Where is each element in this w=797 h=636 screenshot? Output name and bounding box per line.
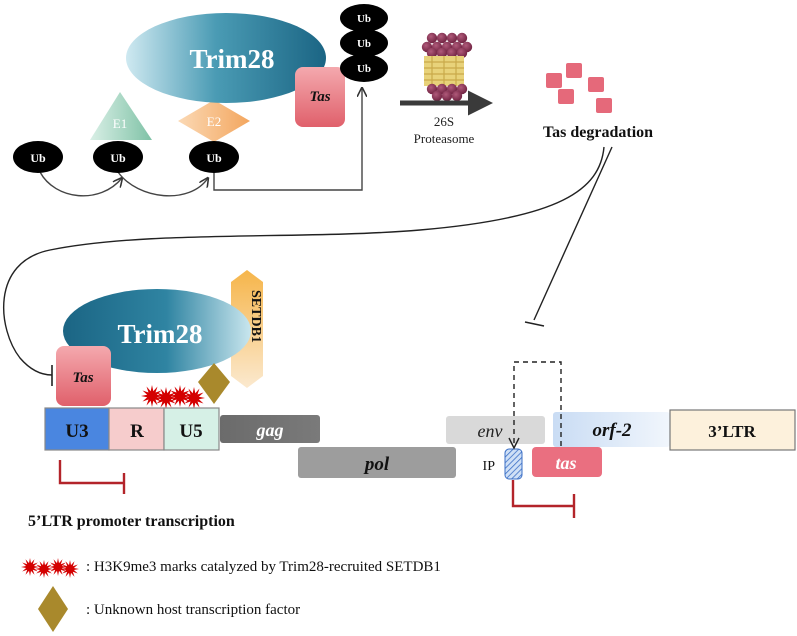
- ltr5-transcription-label: 5’LTR promoter transcription: [28, 513, 235, 530]
- tas-fragment: [546, 73, 562, 88]
- u3-label: U3: [65, 421, 88, 442]
- tf-diamond: [198, 363, 230, 404]
- top-ubiquitination-panel: E1 E2 Ub Ub Ub Trim28 Tas Ub Ub Ub: [13, 4, 653, 197]
- proteasome-subunit: [456, 32, 468, 44]
- tas-fragment: [596, 98, 612, 113]
- inhibit-curve-to-5ltr: [3, 146, 605, 376]
- proteasome-subunit: [446, 47, 458, 59]
- legend-tf-text: : Unknown host transcription factor: [86, 602, 300, 618]
- legend-h3k9me3-text: : H3K9me3 marks catalyzed by Trim28-recr…: [86, 559, 441, 575]
- ub-chain-item: [340, 29, 388, 57]
- ltr3-box: [669, 409, 796, 451]
- legend: : H3K9me3 marks catalyzed by Trim28-recr…: [21, 558, 441, 632]
- ub-chain: Ub Ub Ub: [340, 4, 388, 82]
- env-label: env: [478, 421, 503, 441]
- tas-gene-box: [532, 447, 602, 477]
- e2-enzyme-shape: [178, 100, 250, 142]
- proteasome-subunit: [441, 90, 453, 102]
- orf2-gene: [553, 412, 670, 447]
- u3-box: [44, 407, 110, 451]
- h3k9me3-marks: [141, 385, 205, 409]
- tas-top-box: [295, 67, 345, 127]
- trim28-top-ellipse: [126, 13, 326, 103]
- ub-chain-label: Ub: [357, 38, 371, 50]
- gag-label: gag: [256, 420, 284, 440]
- orf2-label: orf-2: [592, 420, 632, 441]
- arc-ub-to-e1: [39, 171, 122, 197]
- legend-tf-swatch: [38, 586, 68, 632]
- ltr3-label: 3’LTR: [708, 422, 756, 441]
- proteasome-label-name: Proteasome: [414, 131, 475, 146]
- r-box: [108, 407, 165, 451]
- trim28-bottom-label: Trim28: [118, 319, 203, 349]
- proteasome-subunit: [436, 47, 448, 59]
- arc-e1-to-e2: [117, 171, 208, 197]
- ub-chain-label: Ub: [357, 13, 371, 25]
- ub-free-ellipse: [13, 141, 63, 173]
- h3k9me3-burst: [141, 385, 163, 407]
- inhibit-line-to-ip: [533, 146, 613, 321]
- proteasome-icon: [421, 32, 473, 102]
- u5-label: U5: [179, 421, 202, 442]
- ip-promoter-box: [504, 448, 523, 480]
- env-gene: [446, 416, 545, 444]
- h3k9me3-burst: [49, 558, 67, 576]
- h3k9me3-burst: [183, 387, 205, 409]
- arrow-e2-to-ubchain: [213, 88, 362, 191]
- h3k9me3-burst: [169, 385, 191, 407]
- ub-e2-ellipse: [189, 141, 239, 173]
- tas-protein-label: Tas: [72, 370, 93, 386]
- ub-e1-label: Ub: [110, 151, 126, 165]
- ub-chain-item: [340, 54, 388, 82]
- h3k9me3-burst: [21, 558, 39, 576]
- r-label: R: [130, 421, 144, 442]
- e1-enzyme-shape: [90, 92, 152, 140]
- setdb1-label: SETDB1: [248, 290, 263, 343]
- ub-e1-ellipse: [93, 141, 143, 173]
- ub-chain-label: Ub: [357, 63, 371, 75]
- proteasome-subunit: [431, 90, 443, 102]
- inhibit-bar-ip: [524, 321, 545, 327]
- h3k9me3-burst: [155, 387, 177, 409]
- h3k9me3-burst: [35, 560, 53, 578]
- ub-e2-label: Ub: [206, 151, 222, 165]
- e2-label: E2: [207, 114, 221, 129]
- tas-fragments: [546, 63, 612, 113]
- h3k9me3-burst: [61, 560, 79, 578]
- pol-label: pol: [363, 454, 390, 475]
- tas-top-label: Tas: [309, 89, 330, 105]
- ip-dashed-loop: [513, 361, 562, 446]
- pol-gene: [298, 447, 456, 478]
- ip-dashed-arrowhead: [508, 437, 520, 450]
- tas-protein-box: [56, 346, 111, 406]
- tas-transcription-bracket: [511, 480, 574, 508]
- ip-label: IP: [483, 459, 496, 474]
- ltr5-transcription-bracket: [58, 460, 124, 485]
- proteasome-label-26s: 26S: [434, 114, 454, 129]
- tas-fragment: [588, 77, 604, 92]
- e1-label: E1: [113, 116, 127, 131]
- proteasome-subunit: [451, 90, 463, 102]
- ub-free-label: Ub: [30, 151, 46, 165]
- legend-h3k9me3-swatch: [21, 558, 79, 578]
- trim28-top-label: Trim28: [190, 44, 275, 74]
- tas-gene-label: tas: [555, 453, 576, 473]
- tas-degradation-label: Tas degradation: [543, 124, 653, 141]
- u5-box: [163, 407, 220, 451]
- gag-gene: [220, 415, 320, 443]
- proteasome-subunit: [426, 32, 438, 44]
- proteasome-subunit: [426, 47, 438, 59]
- tas-fragment: [566, 63, 582, 78]
- proteasome-subunit: [446, 32, 458, 44]
- tas-fragment: [558, 89, 574, 104]
- ub-chain-item: [340, 4, 388, 32]
- proteasome-subunit: [456, 47, 468, 59]
- proteasome-subunit: [436, 32, 448, 44]
- provirus-panel: SETDB1 Trim28 Tas U3 R U5 gag pol env or…: [28, 270, 796, 530]
